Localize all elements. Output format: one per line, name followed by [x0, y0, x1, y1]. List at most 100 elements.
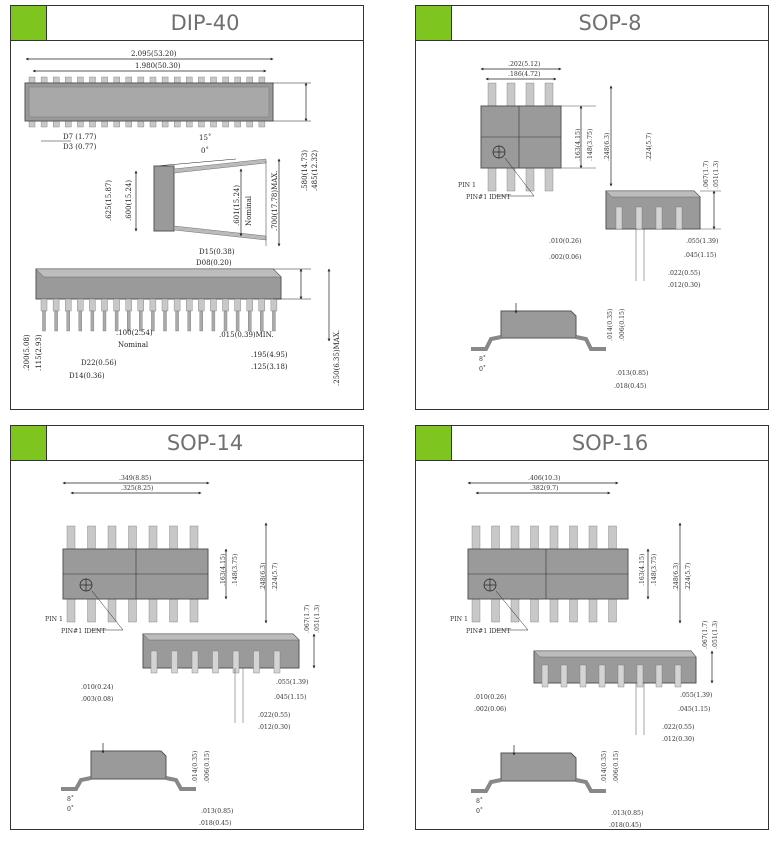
dip-lead-tip	[260, 310, 264, 332]
sop-pin	[148, 597, 158, 623]
sop-lead	[675, 206, 683, 230]
dip-lead	[161, 298, 169, 312]
dip-pin	[53, 76, 60, 84]
sop-pin	[506, 82, 516, 108]
dip-pin	[258, 76, 266, 84]
angle-0: 0˚	[476, 808, 483, 815]
dip-pin	[246, 76, 254, 84]
sop14-top-view: .349(8.85) .325(8.25) .163(4.15) .148(3.…	[45, 475, 279, 635]
sop-lead	[150, 650, 158, 674]
dim-h248: .248(6.3)	[673, 563, 680, 591]
dim-h580: .580(14.73)	[301, 150, 309, 191]
sop-pin	[471, 525, 481, 551]
dim-l022: .022(0.55)	[662, 724, 694, 731]
dip-lead	[40, 298, 48, 312]
dim-h248: .248(6.3)	[260, 563, 267, 591]
dip-lead	[222, 298, 229, 312]
sop-pin	[510, 597, 520, 623]
dip-lead-tip	[199, 310, 204, 332]
dim-h067: .067(1.7)	[702, 621, 709, 649]
sop8-drawing: .202(5.12) .186(4.72) .163(4.15) .148(3.…	[458, 61, 721, 390]
dim-f013: .013(0.85)	[611, 810, 643, 817]
angle-0: 0˚	[201, 146, 209, 155]
dip-lead	[185, 298, 193, 312]
dip-lead-tip	[90, 310, 95, 332]
dim-h006: .006(0.15)	[204, 751, 211, 783]
sop-lead	[655, 206, 663, 230]
label-pin1: PIN 1	[450, 616, 468, 623]
sop-lead	[635, 206, 643, 230]
panel-dip40: DIP-40 2.095(53.20) 1.980(50.30) .580(14…	[10, 5, 364, 410]
panel-sop14: SOP-14 .349(8.85) .325(8.25) .163(4.15) …	[10, 425, 364, 830]
dip-lead	[270, 298, 278, 312]
sop-lead	[598, 664, 606, 688]
dim-f013: .013(0.85)	[616, 370, 648, 377]
dip-lead-tip	[126, 310, 131, 332]
sop-pin	[544, 82, 554, 108]
dim-d3: D3 (0.77)	[63, 143, 97, 151]
dim-h163: .163(4.15)	[575, 129, 582, 161]
dim-max250: .250(6.35)MAX.	[333, 330, 341, 386]
angle-0: 0˚	[67, 806, 74, 813]
dip-pin	[40, 76, 48, 84]
dip-pin	[89, 120, 96, 128]
dip-pin	[101, 76, 108, 84]
dim-h014: .014(0.35)	[601, 751, 608, 783]
sop-lead	[212, 650, 219, 674]
dim-min015: .015(0.39)MIN.	[219, 331, 273, 339]
dim-h115: .115(2.93)	[35, 334, 43, 371]
dim-body-length: 1.980(50.30)	[135, 62, 181, 70]
dip-pin	[161, 120, 169, 128]
sop-pin	[588, 525, 598, 551]
sop-lead	[171, 650, 178, 674]
sop-pin	[169, 525, 178, 551]
dip-pin	[186, 76, 193, 84]
sop-pin	[530, 597, 539, 623]
sop14-side-view: .067(1.7) .051(1.3) .010(0.24) .003(0.08…	[81, 605, 321, 731]
sop16-end-view: 8˚ 0˚ .014(0.35) .006(0.15) .013(0.85) .…	[471, 745, 643, 829]
sop14-side-pins	[150, 650, 281, 674]
dim-p055: .055(1.39)	[686, 238, 718, 245]
sop-lead	[617, 664, 625, 688]
dip-pin	[186, 120, 193, 128]
dim-w349: .349(8.85)	[119, 475, 151, 482]
dip40-front-pins	[40, 298, 278, 332]
panel-sop16: SOP-16 .406(10.3) .382(9.7) .163(4.15) .…	[415, 425, 769, 830]
sop-pin	[608, 525, 617, 551]
dim-t002: .002(0.06)	[474, 706, 506, 713]
sop-pin	[506, 166, 516, 192]
dip-pin	[149, 76, 157, 84]
dip-pin	[28, 76, 36, 84]
dim-t010: .010(0.26)	[474, 694, 506, 701]
dip-pin	[234, 120, 241, 128]
sop-pin	[107, 525, 117, 551]
sop-pin	[66, 525, 76, 551]
dim-f013: .013(0.85)	[201, 808, 233, 815]
dim-h148: .148(3.75)	[587, 129, 594, 161]
sop-pin	[549, 525, 559, 551]
sop14-end-view: 8˚ 0˚ .014(0.35) .006(0.15) .013(0.85) .…	[61, 743, 233, 827]
dim-h485: .485(12.32)	[311, 150, 319, 191]
sop-lead	[579, 664, 587, 688]
dim-w600: .600(15.24)	[125, 180, 133, 221]
sop14-drawing: .349(8.85) .325(8.25) .163(4.15) .148(3.…	[45, 475, 321, 827]
sop-lead	[655, 664, 663, 688]
sop-pin	[471, 597, 481, 623]
panel-title: SOP-14	[166, 431, 244, 455]
dip40-top-pins	[28, 76, 266, 128]
sop-pin	[107, 597, 117, 623]
dim-overall-length: 2.095(53.20)	[131, 50, 177, 58]
dip-lead	[234, 298, 241, 312]
sop-pin	[569, 525, 578, 551]
dip-lead-tip	[54, 310, 58, 332]
dip-pin	[173, 120, 181, 128]
dip-lead	[65, 298, 72, 312]
label-pin1-ident: PIN#1 IDENT	[61, 628, 106, 635]
dim-t010: .010(0.24)	[81, 684, 113, 691]
dip-lead	[173, 298, 181, 312]
dip-pin	[113, 76, 120, 84]
dip-pin	[234, 76, 241, 84]
dim-h014: .014(0.35)	[607, 309, 614, 341]
sop-pin	[491, 525, 500, 551]
dip-lead-tip	[223, 310, 228, 332]
